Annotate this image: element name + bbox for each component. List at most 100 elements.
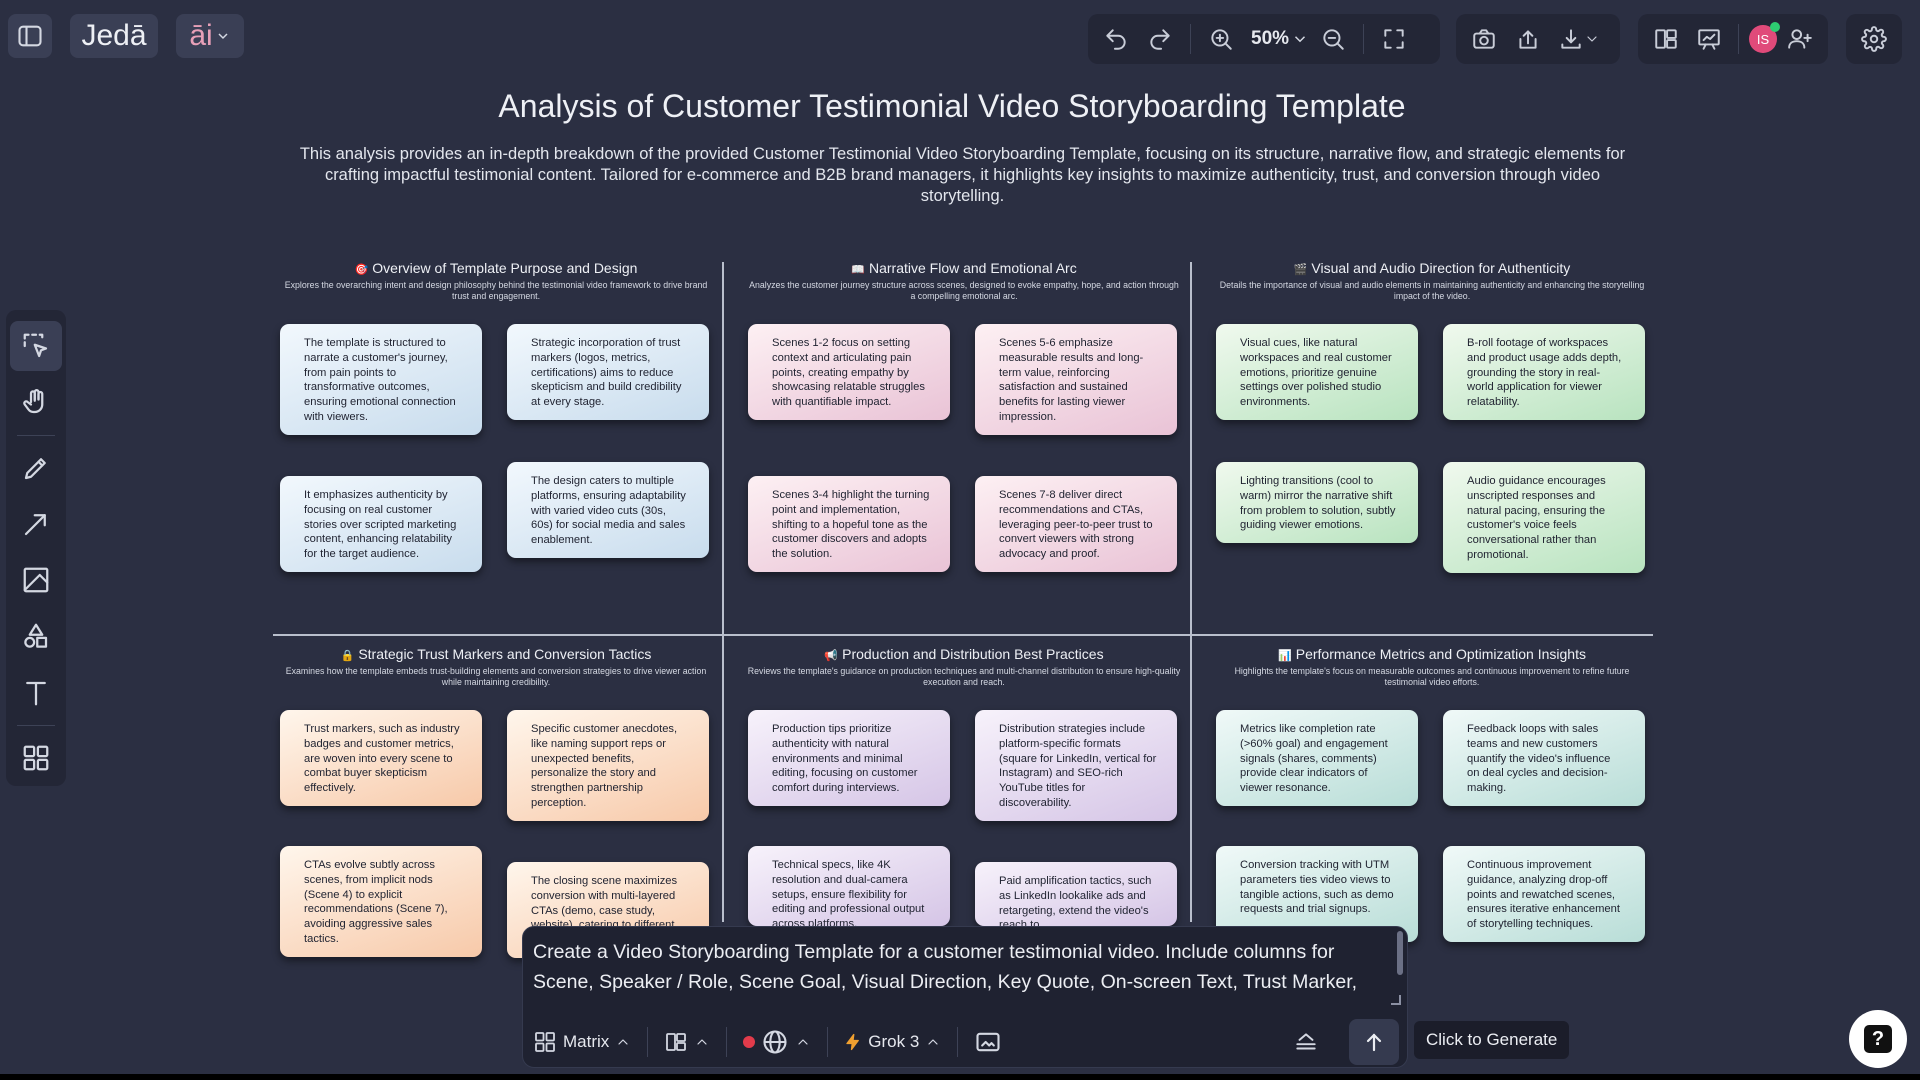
zoom-out-icon: [1323, 29, 1344, 50]
insight-card[interactable]: The template is structured to narrate a …: [280, 324, 482, 435]
export-toolbar: [1456, 14, 1620, 64]
section-description: Explores the overarching intent and desi…: [284, 280, 708, 301]
web-search-dropdown[interactable]: [743, 1028, 811, 1056]
fit-screen-button[interactable]: [1374, 19, 1414, 59]
layers-icon: [1296, 1033, 1316, 1050]
redo-button[interactable]: [1140, 19, 1180, 59]
ai-label: āi: [189, 19, 213, 52]
insight-card[interactable]: Lighting transitions (cool to warm) mirr…: [1216, 462, 1418, 544]
undo-button[interactable]: [1096, 19, 1136, 59]
insight-card[interactable]: Scenes 1-2 focus on setting context and …: [748, 324, 950, 420]
share-button[interactable]: [1508, 19, 1548, 59]
zoom-level-dropdown[interactable]: 50%: [1245, 28, 1309, 50]
brand-logo[interactable]: Jedā: [70, 14, 158, 58]
chevron-up-icon: [697, 1039, 707, 1045]
insight-card[interactable]: Audio guidance encourages unscripted res…: [1443, 462, 1645, 573]
help-button[interactable]: ?: [1849, 1010, 1907, 1068]
fullscreen-icon: [1384, 29, 1404, 49]
layout-type-dropdown[interactable]: Matrix: [533, 1030, 631, 1054]
section-title: 📊Performance Metrics and Optimization In…: [1212, 646, 1652, 664]
arrow-icon: [24, 514, 46, 536]
insight-card[interactable]: CTAs evolve subtly across scenes, from i…: [280, 846, 482, 957]
shapes-tool[interactable]: [10, 611, 62, 661]
section-title: 🎯Overview of Template Purpose and Design: [276, 260, 716, 278]
view-toolbar: 50%: [1088, 14, 1440, 64]
image-tool[interactable]: [10, 555, 62, 605]
megaphone-icon: 📢: [824, 650, 839, 662]
insight-card[interactable]: Specific customer anecdotes, like naming…: [507, 710, 709, 821]
divider: [1190, 24, 1191, 54]
divider: [957, 1027, 959, 1057]
attach-image-button[interactable]: [974, 1028, 1002, 1056]
brand-name: Jedā: [81, 19, 147, 52]
panel-layout-dropdown[interactable]: [664, 1030, 710, 1054]
chevron-up-icon: [928, 1039, 938, 1045]
pan-tool[interactable]: [10, 377, 62, 427]
insight-card[interactable]: Feedback loops with sales teams and new …: [1443, 710, 1645, 806]
zoom-in-button[interactable]: [1201, 19, 1241, 59]
section-trust-markers: 🔒Strategic Trust Markers and Conversion …: [276, 646, 716, 688]
insight-card[interactable]: Strategic incorporation of trust markers…: [507, 324, 709, 420]
shapes-icon: [24, 624, 48, 649]
prompt-panel: Create a Video Storyboarding Template fo…: [522, 926, 1408, 1068]
prompt-scrollbar[interactable]: [1397, 931, 1403, 975]
presentation-button[interactable]: [1689, 19, 1728, 59]
select-tool[interactable]: [10, 321, 62, 372]
model-label: Grok 3: [868, 1032, 920, 1051]
insight-card[interactable]: Production tips prioritize authenticity …: [748, 710, 950, 806]
insight-card[interactable]: Visual cues, like natural workspaces and…: [1216, 324, 1418, 420]
prompt-input[interactable]: Create a Video Storyboarding Template fo…: [533, 941, 1358, 993]
expand-prompt-button[interactable]: [1293, 1029, 1319, 1055]
ai-menu-button[interactable]: āi: [176, 14, 244, 58]
section-title-text: Production and Distribution Best Practic…: [842, 646, 1104, 662]
screenshot-button[interactable]: [1464, 19, 1504, 59]
insight-card[interactable]: The design caters to multiple platforms,…: [507, 462, 709, 558]
sidebar-toggle-button[interactable]: [8, 14, 52, 58]
generate-tooltip: Click to Generate: [1414, 1021, 1570, 1059]
grid-divider-vertical: [1190, 262, 1192, 922]
section-title: 📖Narrative Flow and Emotional Arc: [744, 260, 1184, 278]
pen-tool[interactable]: [10, 443, 62, 493]
section-description: Examines how the template embeds trust-b…: [285, 666, 707, 687]
section-description: Analyzes the customer journey structure …: [749, 280, 1179, 301]
bar-chart-icon: 📊: [1278, 650, 1292, 662]
layout-type-label: Matrix: [563, 1032, 610, 1051]
arrow-tool[interactable]: [10, 499, 62, 549]
zoom-out-button[interactable]: [1313, 19, 1353, 59]
settings-button[interactable]: [1854, 19, 1894, 59]
download-button[interactable]: [1552, 19, 1606, 59]
sidebar-toggle-icon: [18, 25, 42, 47]
clapperboard-icon: 🎬: [1293, 264, 1308, 276]
generate-button[interactable]: [1349, 1019, 1399, 1065]
insight-card[interactable]: B-roll footage of workspaces and product…: [1443, 324, 1645, 420]
insight-card[interactable]: It emphasizes authenticity by focusing o…: [280, 476, 482, 572]
insight-card[interactable]: Paid amplification tactics, such as Link…: [975, 862, 1177, 926]
section-description: Reviews the template's guidance on produ…: [747, 666, 1181, 687]
page-title: Analysis of Customer Testimonial Video S…: [498, 88, 1406, 124]
collab-toolbar: IS: [1638, 14, 1828, 64]
section-narrative: 📖Narrative Flow and Emotional Arc Analyz…: [744, 260, 1184, 302]
insight-card[interactable]: Scenes 3-4 highlight the turning point a…: [748, 476, 950, 572]
text-icon: [26, 681, 46, 706]
camera-icon: [1473, 29, 1495, 49]
section-title: 🎬Visual and Audio Direction for Authenti…: [1212, 260, 1652, 278]
globe-icon: [763, 1030, 787, 1054]
insight-card[interactable]: Trust markers, such as industry badges a…: [280, 710, 482, 806]
insight-card[interactable]: Metrics like completion rate (>60% goal)…: [1216, 710, 1418, 806]
text-tool[interactable]: [10, 668, 62, 718]
layout-panel-button[interactable]: [1646, 19, 1685, 59]
insight-card[interactable]: Scenes 5-6 emphasize measurable results …: [975, 324, 1177, 435]
divider: [726, 1027, 728, 1057]
divider: [827, 1027, 829, 1057]
insight-card[interactable]: Continuous improvement guidance, analyzi…: [1443, 846, 1645, 942]
model-selector-dropdown[interactable]: Grok 3: [844, 1032, 941, 1052]
templates-tool[interactable]: [10, 733, 62, 783]
insight-card[interactable]: Distribution strategies include platform…: [975, 710, 1177, 821]
insight-card[interactable]: Technical specs, like 4K resolution and …: [748, 846, 950, 926]
section-title-text: Strategic Trust Markers and Conversion T…: [358, 646, 652, 662]
resize-handle[interactable]: [1391, 995, 1401, 1005]
divider: [1738, 24, 1740, 54]
insight-card[interactable]: Scenes 7-8 deliver direct recommendation…: [975, 476, 1177, 572]
user-avatar[interactable]: IS: [1749, 22, 1780, 53]
invite-user-button[interactable]: [1781, 19, 1820, 59]
